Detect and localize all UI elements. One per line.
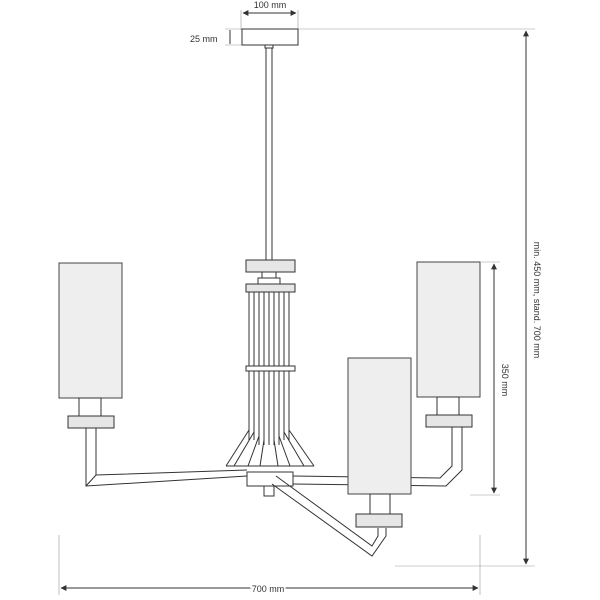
front-lamp — [347, 357, 412, 528]
left-arm — [85, 420, 248, 487]
canopy-height-label: 25 mm — [190, 34, 218, 44]
front-knurled-ring — [355, 513, 403, 528]
total-height-label: min. 450 mm, stand. 700 mm — [532, 242, 542, 359]
front-shade — [347, 357, 412, 495]
shade-height-dimension: 350 mm — [470, 261, 510, 496]
left-shade — [58, 262, 123, 399]
total-height-dimension: min. 450 mm, stand. 700 mm — [298, 28, 542, 567]
suspension-rod — [265, 47, 273, 261]
ceiling-canopy — [241, 28, 299, 46]
canopy-width-label: 100 mm — [254, 0, 287, 10]
right-lamp — [416, 261, 481, 428]
right-knurled-ring — [425, 414, 473, 428]
front-arm — [271, 475, 387, 557]
central-cage — [225, 292, 315, 467]
left-knurled-ring — [67, 415, 115, 429]
upper-knurled-ring — [245, 259, 296, 273]
total-width-dimension: 700 mm — [58, 535, 481, 596]
canopy-width-dimension: 100 mm — [240, 0, 299, 30]
total-width-label: 700 mm — [252, 584, 285, 594]
canopy-height-dimension: 25 mm — [190, 28, 242, 46]
left-lamp — [58, 262, 123, 429]
right-shade — [416, 261, 481, 398]
shade-height-label: 350 mm — [500, 364, 510, 397]
